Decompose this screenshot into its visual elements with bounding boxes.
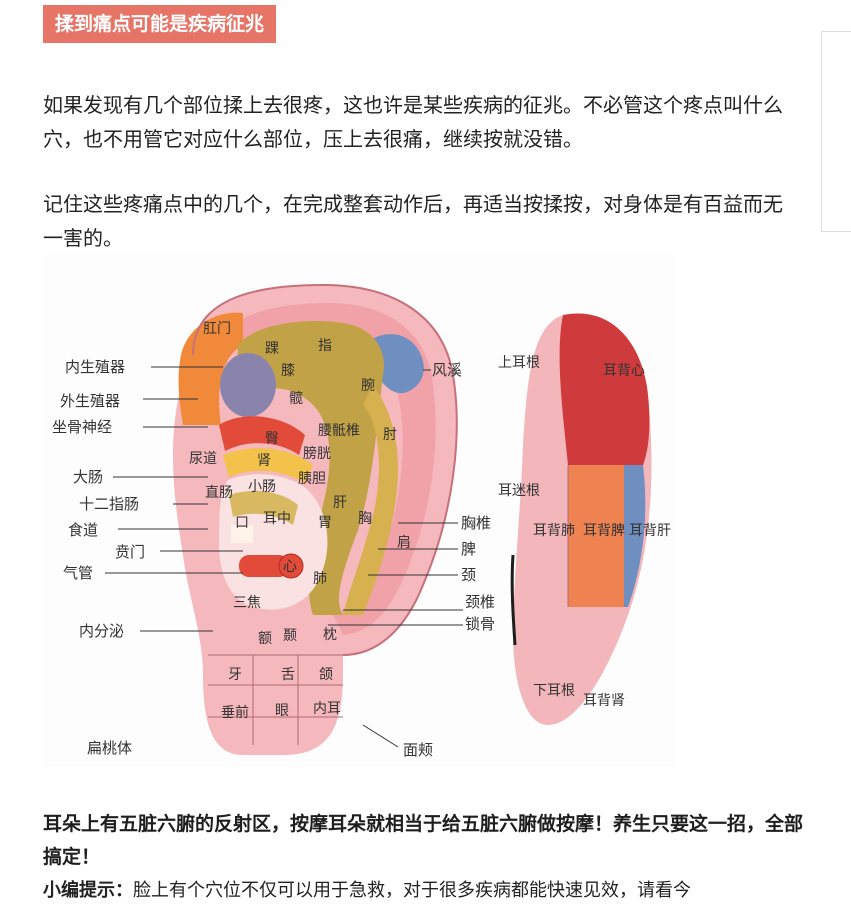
label-gangmen: 肛门	[203, 321, 231, 337]
label-e: 额	[258, 631, 272, 647]
label-esophagus: 食道	[68, 521, 98, 539]
label-sanjiao: 三焦	[233, 595, 261, 611]
label-thoracic-spine: 胸椎	[461, 514, 491, 532]
label-fei: 肺	[313, 571, 327, 587]
ear-diagram: 内生殖器 外生殖器 坐骨神经 大肠 十二指肠 食道 贲门 气管 内分泌 扁桃体 …	[43, 255, 674, 767]
label-wei: 胃	[318, 515, 332, 531]
label-wan: 腕	[361, 378, 375, 394]
label-endocrine: 内分泌	[79, 622, 124, 640]
label-ermigen: 耳迷根	[498, 483, 540, 499]
label-yaodizhui: 腰骶椎	[318, 423, 360, 439]
label-nie: 颞	[283, 628, 297, 644]
label-cervical-spine: 颈椎	[465, 593, 495, 611]
label-xiaergen: 下耳根	[533, 683, 575, 699]
label-outer-genital: 外生殖器	[60, 392, 120, 410]
label-xin: 心	[283, 559, 297, 575]
label-zhichang: 直肠	[205, 484, 233, 501]
label-chuiqian: 垂前	[221, 704, 249, 721]
label-neck: 颈	[461, 566, 476, 584]
label-inner-genital: 内生殖器	[65, 358, 125, 376]
label-kuan: 髋	[289, 390, 303, 407]
label-large-intestine: 大肠	[73, 468, 103, 486]
label-zhi: 指	[318, 338, 332, 354]
label-shen: 肾	[257, 453, 271, 469]
label-erbeigan: 耳背肝	[629, 523, 671, 539]
label-yan: 眼	[275, 703, 289, 719]
paragraph-2: 记住这些疼痛点中的几个，在完成整套动作后，再适当按揉按，对身体是有百益而无一害的…	[43, 187, 793, 255]
label-jian: 肩	[397, 535, 411, 551]
label-zhen: 枕	[323, 627, 337, 643]
label-duodenum: 十二指肠	[79, 495, 139, 513]
label-xiaochang: 小肠	[248, 479, 276, 495]
conclusion-text: 耳朵上有五脏六腑的反射区，按摩耳朵就相当于给五脏六腑做按摩！养生只要这一招，全部…	[43, 808, 803, 874]
label-niaodao: 尿道	[189, 451, 217, 467]
paragraph-1: 如果发现有几个部位揉上去很疼，这也许是某些疾病的征兆。不必管这个疼点叫什么穴，也…	[43, 88, 793, 156]
label-erbeishen: 耳背肾	[583, 693, 625, 709]
tip-label: 小编提示：	[43, 880, 133, 901]
label-erbeifei: 耳背肺	[533, 523, 575, 539]
label-pangguang: 膀胱	[303, 445, 331, 462]
label-erbeipi: 耳背脾	[583, 523, 625, 539]
ear-reflexology-figure: 内生殖器 外生殖器 坐骨神经 大肠 十二指肠 食道 贲门 气管 内分泌 扁桃体 …	[43, 255, 674, 767]
side-panel	[821, 31, 851, 232]
label-xiong: 胸	[358, 511, 372, 527]
label-tonsil: 扁桃体	[87, 739, 132, 757]
label-erbeixin: 耳背心	[603, 363, 645, 379]
label-cardia: 贲门	[115, 543, 145, 561]
label-erzhong: 耳中	[263, 511, 291, 527]
label-kou: 口	[235, 515, 249, 531]
label-clavicle: 锁骨	[465, 615, 495, 633]
label-tun: 臀	[265, 431, 279, 447]
label-xi: 膝	[281, 363, 295, 379]
section-title: 揉到痛点可能是疾病征兆	[43, 5, 276, 43]
label-spleen: 脾	[461, 540, 476, 558]
label-neier: 内耳	[313, 701, 341, 717]
label-gan: 肝	[333, 495, 347, 511]
label-ya: 牙	[228, 667, 242, 683]
label-yidan: 胰胆	[298, 471, 326, 487]
label-she: 舌	[281, 667, 295, 683]
label-trachea: 气管	[63, 564, 93, 582]
tip-text: 脸上有个穴位不仅可以用于急救，对于很多疾病都能快速见效，请看今	[133, 880, 691, 901]
editor-tip: 小编提示：脸上有个穴位不仅可以用于急救，对于很多疾病都能快速见效，请看今	[43, 874, 803, 908]
label-huai: 踝	[265, 341, 279, 357]
label-shangergen: 上耳根	[498, 355, 540, 371]
label-fengxi: 风溪	[432, 361, 462, 379]
label-he: 颌	[319, 667, 333, 683]
label-cheek: 面颊	[403, 741, 433, 759]
label-sciatic-nerve: 坐骨神经	[52, 418, 112, 436]
label-zhou: 肘	[383, 427, 397, 443]
